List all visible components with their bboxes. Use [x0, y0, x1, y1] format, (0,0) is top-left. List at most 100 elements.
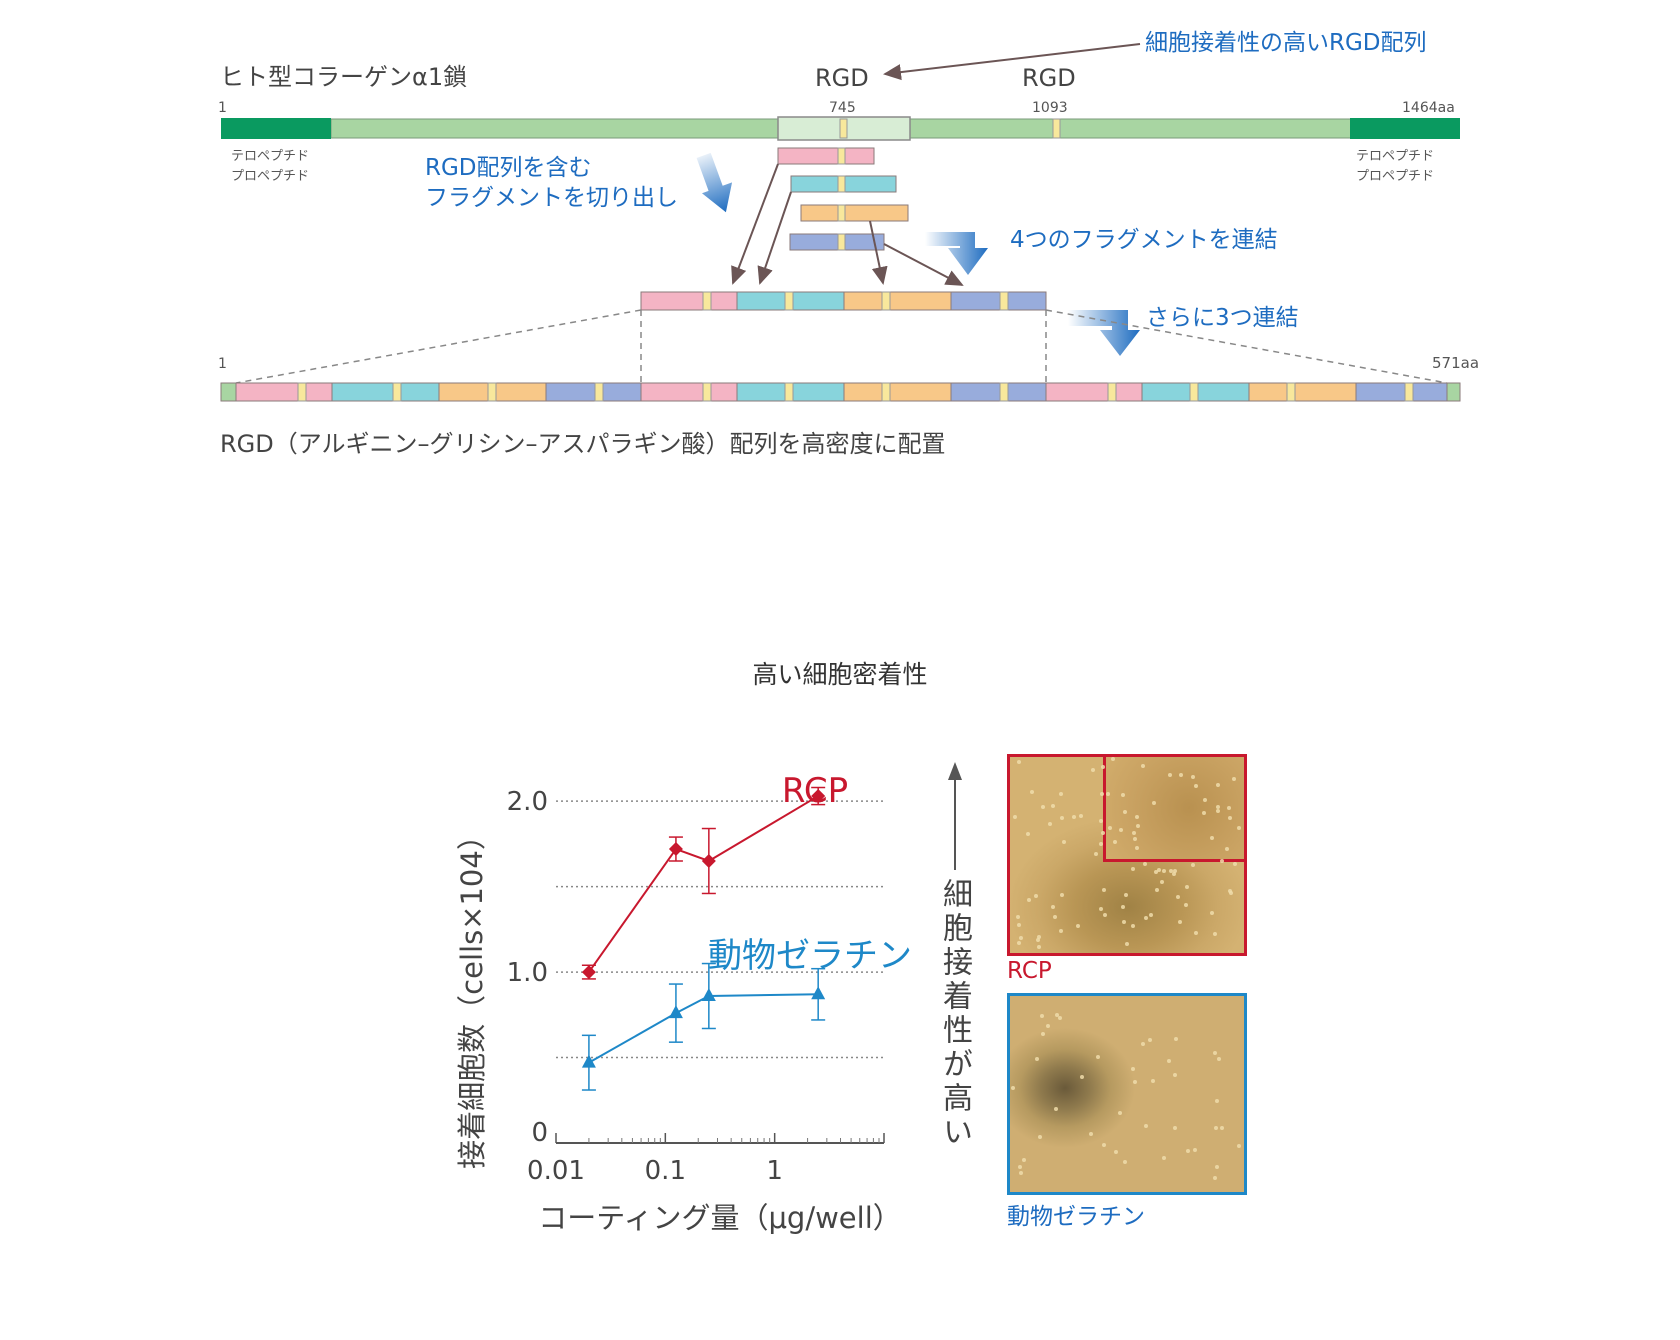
- rcp-segment: [545, 382, 642, 402]
- cell-speck: [1161, 1156, 1166, 1161]
- cell-speck: [1202, 797, 1207, 802]
- cell-speck: [1210, 836, 1215, 841]
- rgd-site: [881, 382, 891, 402]
- rgd-site: [1189, 382, 1199, 402]
- cell-speck: [1114, 1149, 1119, 1154]
- rgd-site: [594, 382, 604, 402]
- cell-speck: [1036, 937, 1041, 942]
- cell-speck: [1171, 871, 1176, 876]
- data-point: [668, 1005, 683, 1019]
- projection-lines: [235, 309, 1448, 384]
- x-axis-label: コーティング量（μg/well）: [538, 1201, 902, 1235]
- rcp-segment: [331, 382, 440, 402]
- cell-speck: [1054, 1106, 1058, 1111]
- cell-speck: [1147, 1038, 1152, 1043]
- rcp-photo-label: RCP: [1007, 958, 1052, 984]
- adhesion-axis-label: 細胞接着性が高い: [937, 878, 972, 1150]
- cell-speck: [1041, 805, 1046, 810]
- rgd-callout-arrow: [883, 43, 1141, 81]
- rcp-segment: [1248, 382, 1357, 402]
- cell-speck: [1105, 792, 1110, 797]
- cell-speck: [1135, 846, 1140, 851]
- cell-speck: [1212, 931, 1217, 936]
- cell-speck: [1119, 827, 1123, 832]
- data-point: [811, 986, 826, 1000]
- cell-speck: [1212, 1175, 1217, 1180]
- rgd-site: [702, 382, 712, 402]
- cell-speck: [1102, 913, 1107, 918]
- cell-speck: [1132, 831, 1137, 836]
- cell-speck: [1123, 810, 1128, 815]
- cell-speck: [1123, 1159, 1128, 1164]
- cell-speck: [1111, 757, 1116, 762]
- cell-speck: [1215, 1098, 1220, 1103]
- collagen-chain-bar: [221, 116, 1460, 141]
- cell-speck: [1184, 884, 1189, 889]
- cell-speck: [1143, 862, 1148, 867]
- cell-speck: [1140, 763, 1145, 768]
- cell-speck: [1168, 772, 1172, 777]
- y-axis-label: 接着細胞数（cells×104）: [455, 821, 489, 1169]
- cell-speck: [1192, 1148, 1197, 1152]
- cell-speck: [1169, 869, 1173, 874]
- cell-speck: [1246, 882, 1247, 886]
- telo-left-1: テロペプチド: [231, 149, 309, 164]
- cell-speck: [1118, 1110, 1123, 1115]
- cell-speck: [1154, 887, 1159, 892]
- fragments: [777, 147, 909, 251]
- cell-speck: [1216, 1057, 1221, 1062]
- step2-arrow: [925, 232, 988, 275]
- pos-end: 1464aa: [1402, 100, 1455, 116]
- data-point: [581, 1054, 596, 1068]
- rcp-segment: [220, 382, 237, 402]
- series-label: 動物ゼラチン: [708, 936, 912, 976]
- cell-speck: [1029, 790, 1034, 795]
- pos-745: 745: [829, 100, 856, 116]
- cell-speck: [1095, 1054, 1100, 1059]
- series-line: [588, 795, 819, 973]
- cell-speck: [1174, 1037, 1179, 1042]
- cell-speck: [1233, 861, 1238, 866]
- cell-speck: [1243, 857, 1244, 862]
- step2-label: 4つのフラグメントを連結: [1010, 227, 1278, 253]
- cell-speck: [1153, 870, 1158, 875]
- cell-speck: [1132, 836, 1137, 841]
- cell-speck: [1100, 791, 1105, 796]
- cell-speck: [1215, 804, 1220, 809]
- cell-speck: [1040, 1031, 1045, 1036]
- cell-speck: [1121, 793, 1126, 798]
- cell-speck: [1125, 942, 1130, 947]
- step1-line2: フラグメントを切り出し: [425, 185, 678, 211]
- rgd-site: [297, 382, 307, 402]
- cell-speck: [1055, 1013, 1059, 1018]
- rcp-segment: [1446, 382, 1461, 402]
- cell-speck: [1219, 1126, 1224, 1131]
- rcp-segment: [843, 382, 952, 402]
- rcp-photo: [1007, 754, 1247, 956]
- final-rcp-bar: [220, 382, 1461, 402]
- rgd-site: [1107, 382, 1117, 402]
- cell-speck: [1037, 944, 1042, 949]
- cell-speck: [1101, 764, 1106, 769]
- cell-speck: [1017, 941, 1022, 946]
- cell-speck: [1162, 868, 1167, 873]
- rgd-site: [392, 382, 402, 402]
- cell-speck: [1121, 919, 1126, 924]
- cell-speck: [1060, 893, 1065, 898]
- cell-speck: [1051, 905, 1055, 910]
- cell-speck: [1130, 924, 1135, 929]
- series-line: [588, 993, 819, 1064]
- cell-speck: [1124, 893, 1129, 898]
- cell-speck: [1178, 773, 1183, 778]
- cell-speck: [1220, 859, 1225, 864]
- series-label: RCP: [782, 771, 848, 811]
- cell-speck: [1027, 898, 1032, 903]
- cell-speck: [1141, 1042, 1146, 1047]
- rcp-segment: [1355, 382, 1448, 402]
- four-fragment-bar: [640, 291, 1047, 311]
- cell-speck: [1176, 894, 1181, 899]
- rgd-callout: 細胞接着性の高いRGD配列: [1145, 30, 1427, 56]
- adhesion-axis-arrowhead: [948, 762, 962, 780]
- cell-speck: [1062, 840, 1067, 845]
